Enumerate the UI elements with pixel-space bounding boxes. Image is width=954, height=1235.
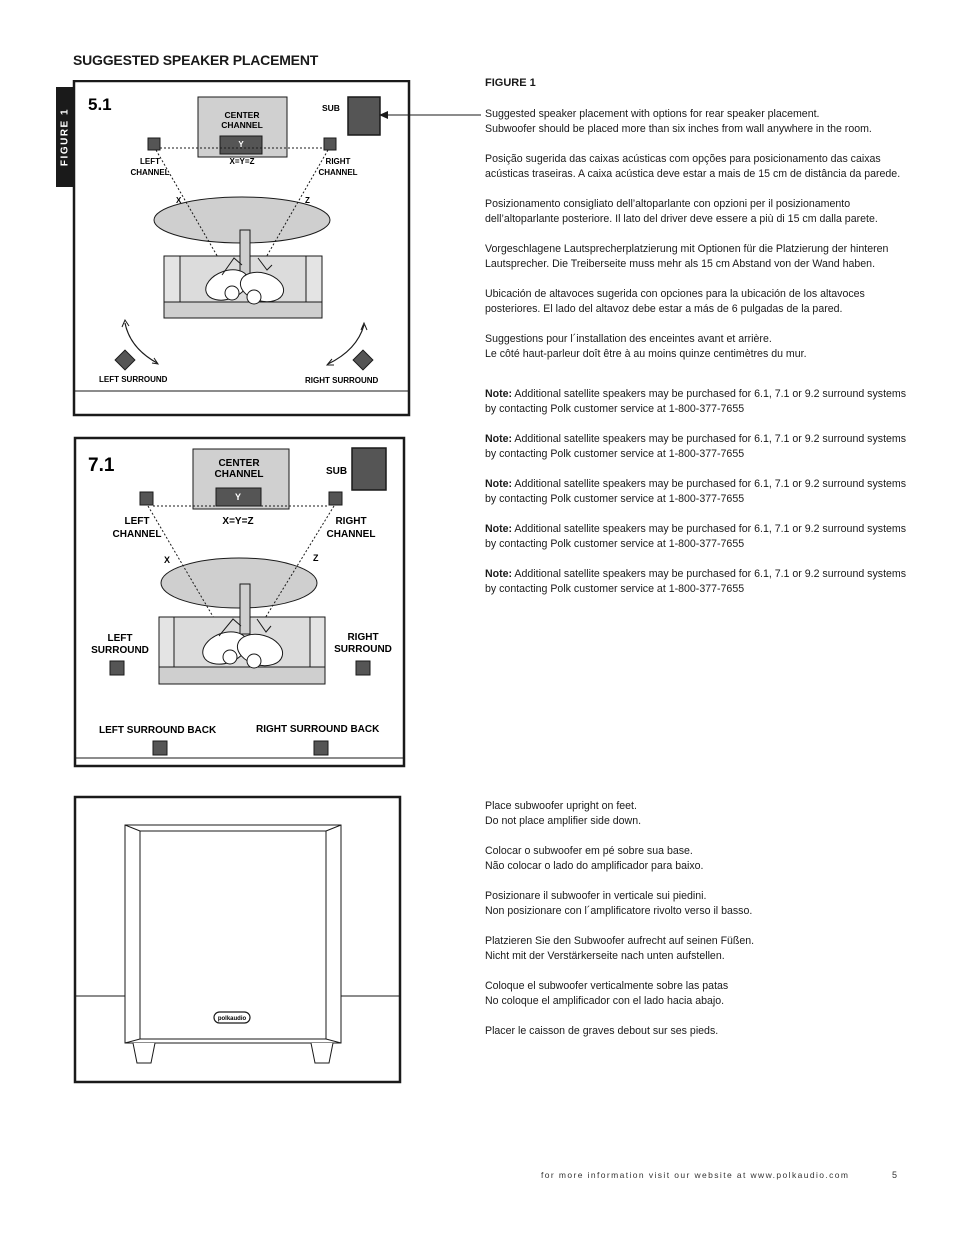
right-channel-label: CHANNEL: [318, 168, 357, 177]
y-label: Y: [235, 492, 241, 502]
sub-paragraph-pt: Colocar o subwoofer em pé sobre sua base…: [485, 845, 704, 872]
diagram-title: 7.1: [88, 455, 115, 476]
page-heading: SUGGESTED SPEAKER PLACEMENT: [73, 52, 319, 68]
note-label: Note:: [485, 388, 513, 400]
left-surround-label-1: LEFT: [108, 633, 133, 644]
note-text: Additional satellite speakers may be pur…: [485, 433, 907, 460]
note: Note: Additional satellite speakers may …: [485, 387, 915, 417]
right-surround-label: RIGHT SURROUND: [305, 376, 379, 385]
paragraph-it: Posizionamento consigliato dell’altoparl…: [485, 198, 878, 225]
right-channel-label: CHANNEL: [327, 529, 376, 540]
left-channel-label: CHANNEL: [130, 168, 169, 177]
z-label: Z: [305, 196, 310, 205]
equation-label: X=Y=Z: [222, 516, 253, 527]
center-label: CENTER: [218, 458, 260, 469]
paragraph-fr: Suggestions pour l´installation des ence…: [485, 333, 807, 360]
right-surround-back-label: RIGHT SURROUND BACK: [256, 724, 380, 735]
figure-tab: FIGURE 1: [56, 87, 74, 187]
channel-label: CHANNEL: [221, 120, 263, 130]
left-surround-label: LEFT SURROUND: [99, 375, 168, 384]
diagram-7-1: 7.1 CENTER CHANNEL Y SUB LEFT CHANNEL RI…: [73, 436, 406, 768]
sub-pointer-arrow: [379, 111, 481, 119]
diagram-5-1: 5.1 CENTER CHANNEL Y SUB LEFT CHANNEL RI…: [72, 80, 411, 417]
figure-description: Suggested speaker placement with options…: [485, 107, 915, 377]
right-surround-label-1: RIGHT: [347, 632, 378, 643]
note-text: Additional satellite speakers may be pur…: [485, 478, 907, 505]
right-surround-label-2: SURROUND: [334, 644, 392, 655]
channel-label: CHANNEL: [215, 469, 264, 480]
paragraph-es: Ubicación de altavoces sugerida con opci…: [485, 288, 865, 315]
right-label: RIGHT: [335, 516, 366, 527]
note-text: Additional satellite speakers may be pur…: [485, 388, 907, 415]
left-channel-label: CHANNEL: [113, 529, 162, 540]
note-label: Note:: [485, 568, 513, 580]
page-number: 5: [892, 1170, 898, 1180]
equation-label: X=Y=Z: [230, 157, 255, 166]
note: Note: Additional satellite speakers may …: [485, 567, 915, 597]
sub-paragraph-fr: Placer le caisson de graves debout sur s…: [485, 1025, 719, 1037]
z-label: Z: [313, 553, 319, 563]
note: Note: Additional satellite speakers may …: [485, 522, 915, 552]
subwoofer-diagram: polkaudio: [73, 795, 402, 1084]
figure-tab-label: FIGURE 1: [59, 107, 71, 167]
note-text: Additional satellite speakers may be pur…: [485, 523, 907, 550]
note: Note: Additional satellite speakers may …: [485, 432, 915, 462]
y-label: Y: [238, 140, 244, 149]
sub-paragraph-en: Place subwoofer upright on feet. Do not …: [485, 800, 642, 827]
right-label: RIGHT: [326, 157, 351, 166]
left-label: LEFT: [125, 516, 150, 527]
paragraph-pt: Posição sugerida das caixas acústicas co…: [485, 153, 901, 180]
sub-paragraph-it: Posizionare il subwoofer in verticale su…: [485, 890, 753, 917]
paragraph-de: Vorgeschlagene Lautsprecherplatzierung m…: [485, 243, 889, 270]
sub-paragraph-es: Coloque el subwoofer verticalmente sobre…: [485, 980, 729, 1007]
subwoofer-instructions: Place subwoofer upright on feet. Do not …: [485, 799, 915, 1054]
footer-website: for more information visit our website a…: [541, 1170, 850, 1180]
paragraph-en: Suggested speaker placement with options…: [485, 108, 872, 135]
notes-list: Note: Additional satellite speakers may …: [485, 387, 915, 612]
note-label: Note:: [485, 478, 513, 490]
sub-label: SUB: [326, 466, 347, 477]
sub-label: SUB: [322, 103, 340, 113]
x-label: X: [164, 555, 170, 565]
note-label: Note:: [485, 523, 513, 535]
x-label: X: [176, 196, 182, 205]
polk-logo: polkaudio: [218, 1016, 247, 1022]
diagram-title: 5.1: [88, 95, 112, 114]
left-label: LEFT: [140, 157, 160, 166]
left-surround-label-2: SURROUND: [91, 645, 149, 656]
figure-label: FIGURE 1: [485, 77, 536, 89]
sub-paragraph-de: Platzieren Sie den Subwoofer aufrecht au…: [485, 935, 755, 962]
note-text: Additional satellite speakers may be pur…: [485, 568, 907, 595]
note: Note: Additional satellite speakers may …: [485, 477, 915, 507]
note-label: Note:: [485, 433, 513, 445]
center-label: CENTER: [225, 110, 260, 120]
left-surround-back-label: LEFT SURROUND BACK: [99, 725, 217, 736]
